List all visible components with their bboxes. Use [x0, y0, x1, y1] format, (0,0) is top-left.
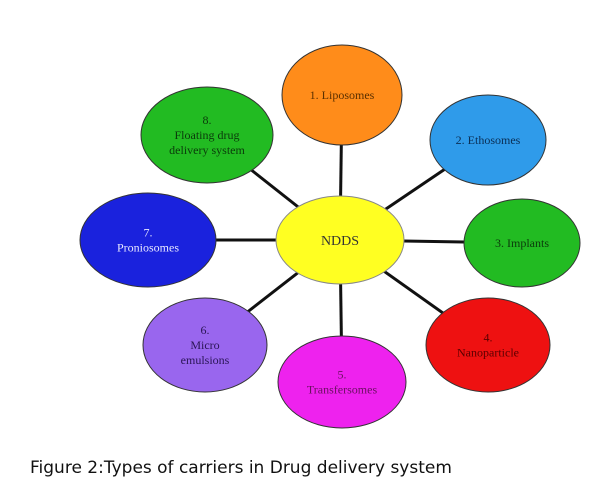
node-ellipse [429, 94, 547, 186]
node-label: 7. [144, 226, 153, 240]
node-ellipse [79, 192, 217, 288]
node-liposomes: 1. Liposomes [281, 44, 403, 146]
node-label: 3. Implants [495, 236, 549, 250]
node-label: Floating drug [175, 128, 240, 142]
node-nanoparticle: 4.Nanoparticle [425, 297, 551, 393]
node-label: Transfersomes [307, 383, 378, 397]
node-label: 5. [338, 368, 347, 382]
node-label: delivery system [169, 143, 245, 157]
node-label: Nanoparticle [457, 346, 519, 360]
node-transfersomes: 5.Transfersomes [277, 335, 407, 429]
node-ellipse [277, 335, 407, 429]
node-label: 4. [484, 331, 493, 345]
node-ellipse [140, 86, 274, 184]
node-label: 1. Liposomes [310, 88, 375, 102]
node-label: 8. [203, 113, 212, 127]
center-ellipse [275, 195, 405, 285]
node-ethosomes: 2. Ethosomes [429, 94, 547, 186]
center-label: NDDS [321, 234, 359, 249]
node-label: Proniosomes [117, 241, 179, 255]
center-node: NDDS [275, 195, 405, 285]
node-ellipse [463, 198, 581, 288]
node-implants: 3. Implants [463, 198, 581, 288]
figure-caption: Figure 2:Types of carriers in Drug deliv… [30, 458, 452, 478]
node-proniosomes: 7.Proniosomes [79, 192, 217, 288]
node-ellipse [425, 297, 551, 393]
node-label: 6. [201, 323, 210, 337]
node-label: 2. Ethosomes [456, 133, 521, 147]
node-ellipse [142, 297, 268, 393]
node-label: Micro [190, 338, 219, 352]
node-label: emulsions [181, 353, 230, 367]
node-ellipse [281, 44, 403, 146]
